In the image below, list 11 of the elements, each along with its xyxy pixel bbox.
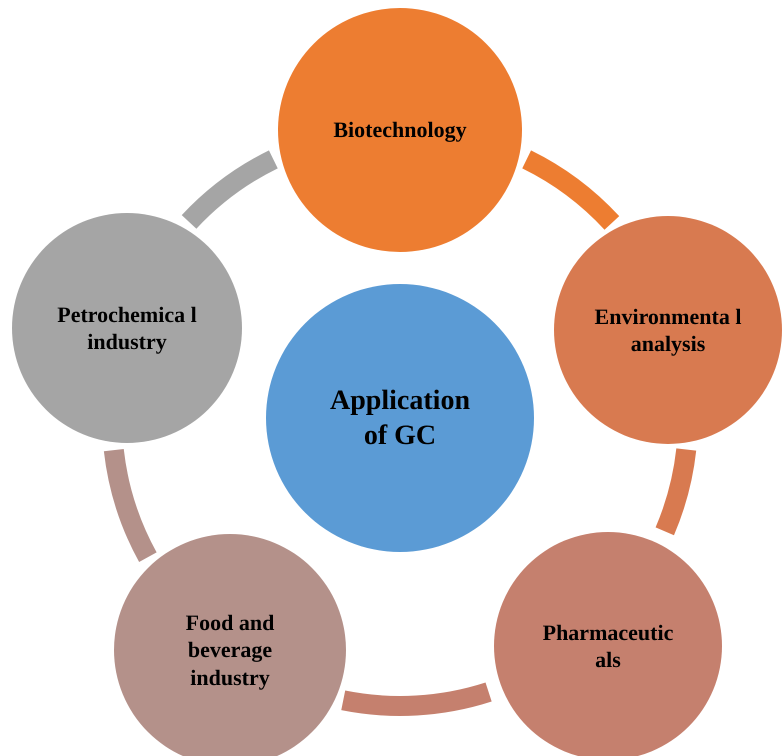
circle-label: Application of GC bbox=[328, 384, 472, 453]
ring-connector bbox=[655, 448, 696, 535]
ring-connector bbox=[342, 682, 492, 716]
circle-label: Petrochemica l industry bbox=[56, 300, 198, 356]
circle-label: Food and beverage industry bbox=[184, 608, 276, 692]
circle-label: Environmenta l analysis bbox=[594, 302, 742, 358]
ring-connector bbox=[522, 150, 619, 230]
circle-label: Pharmaceutic als bbox=[542, 618, 674, 674]
ring-connector bbox=[182, 150, 278, 230]
circle-label: Biotechnology bbox=[332, 116, 468, 144]
ring-connector bbox=[104, 448, 157, 562]
